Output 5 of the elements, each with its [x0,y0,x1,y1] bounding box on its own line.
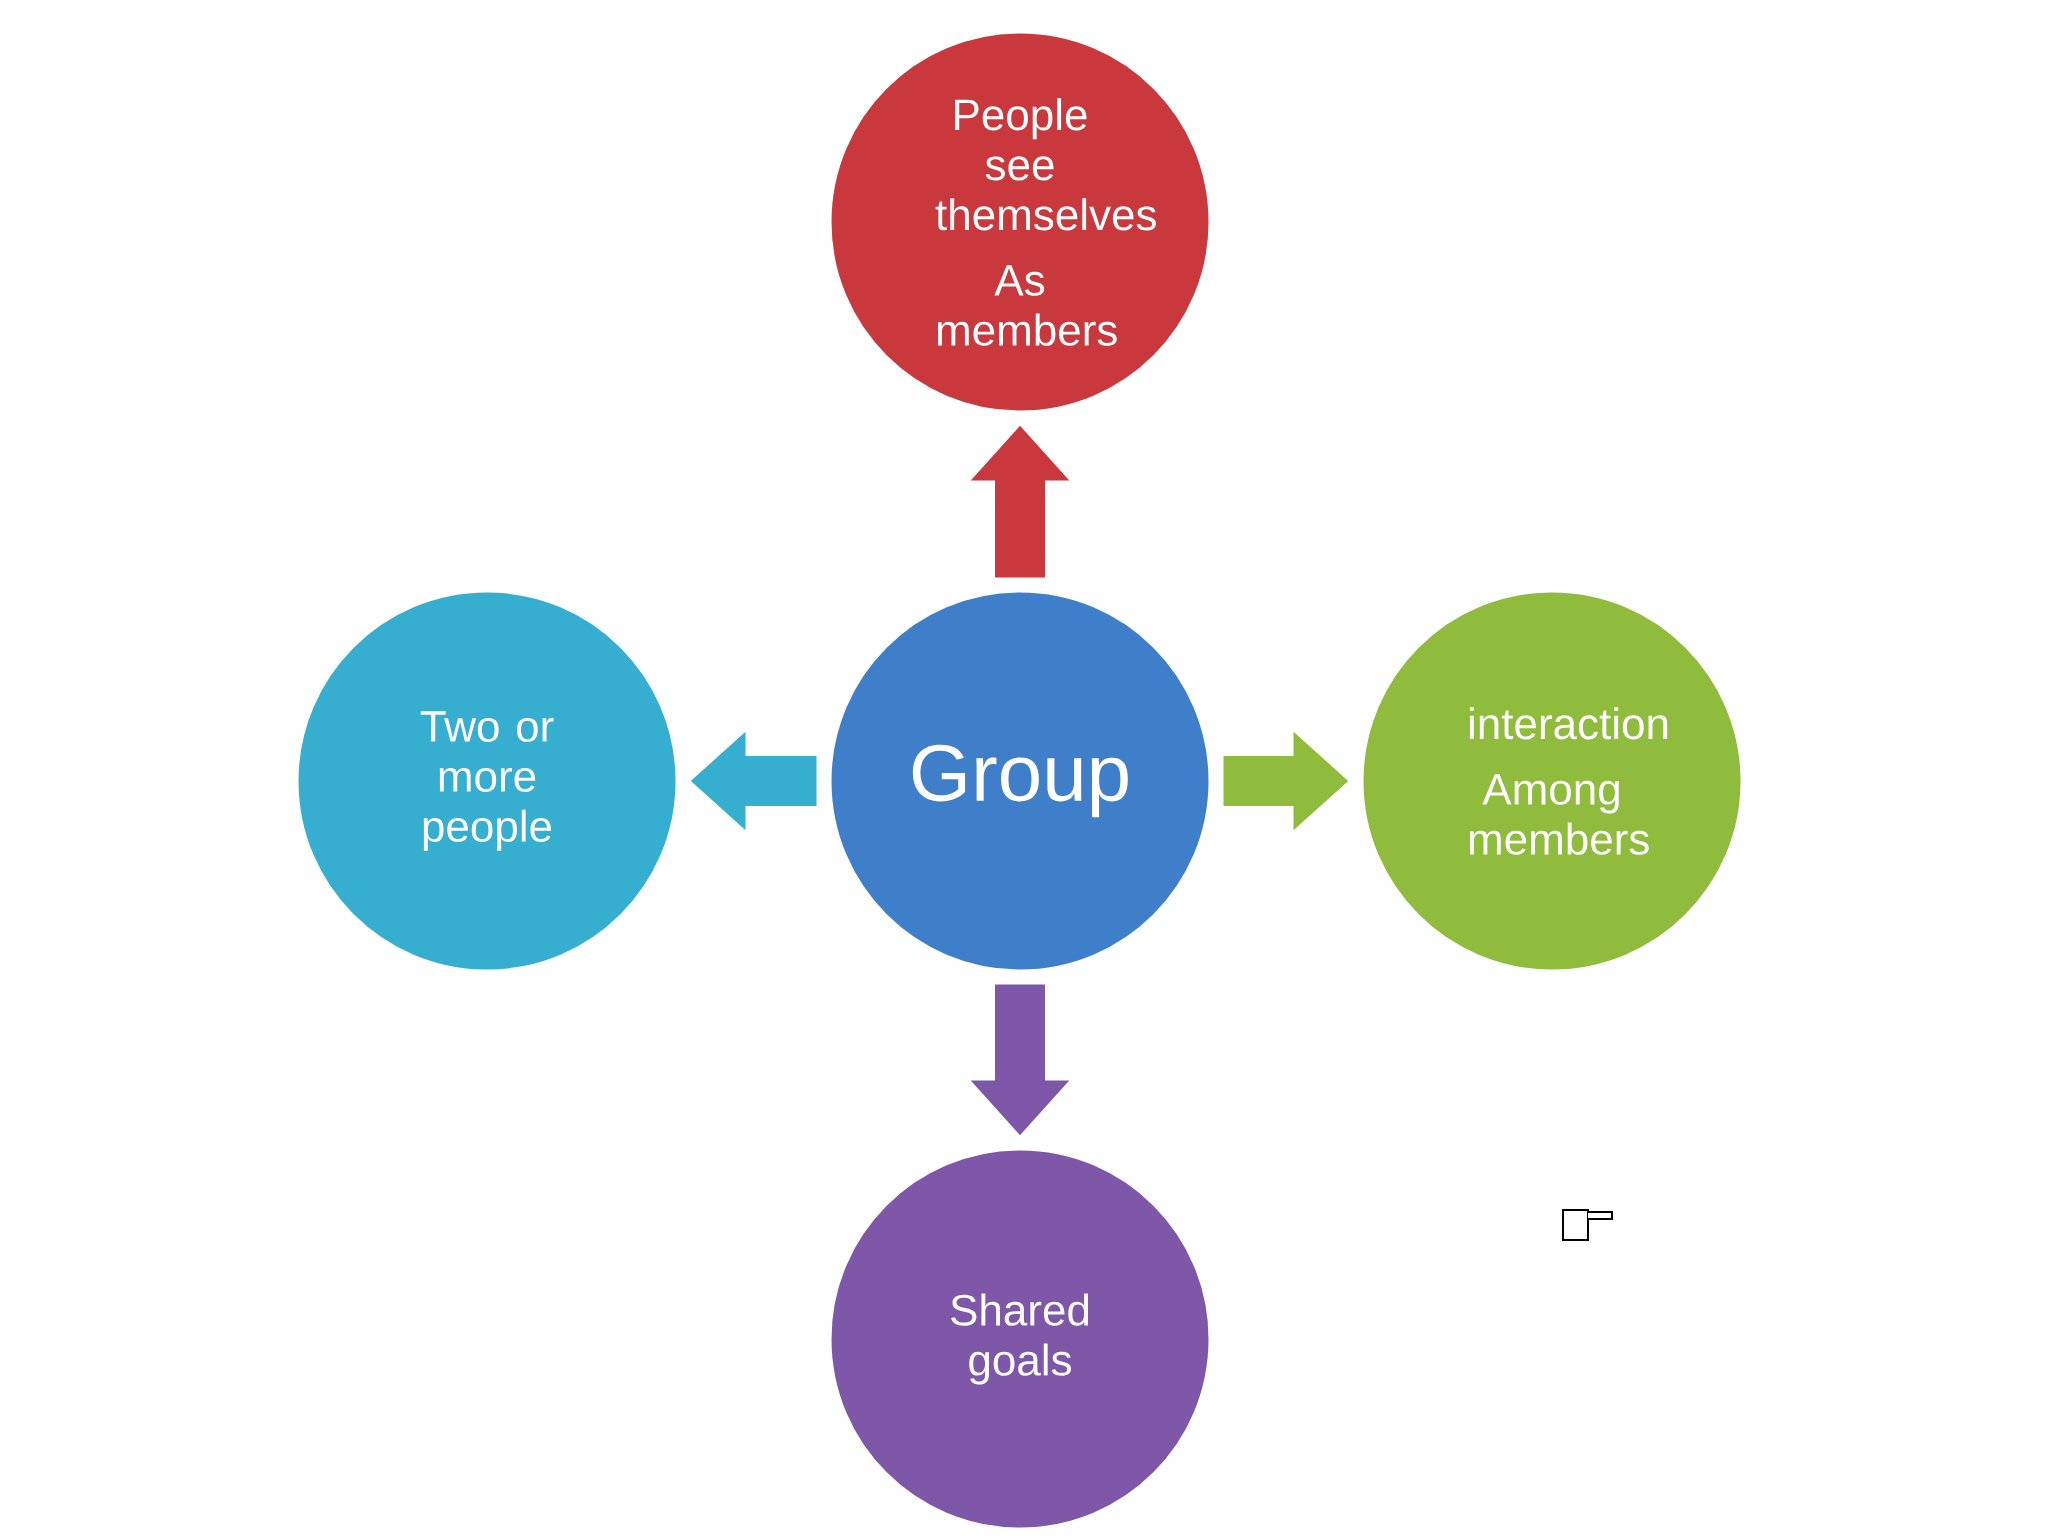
circle-node: Two or more people [295,589,679,973]
circle-node: Group [828,589,1212,973]
circle-node: Shared goals [828,1147,1212,1531]
circle-node: interaction Among members [1360,589,1744,973]
circle-node: People see themselves As members [828,30,1212,414]
